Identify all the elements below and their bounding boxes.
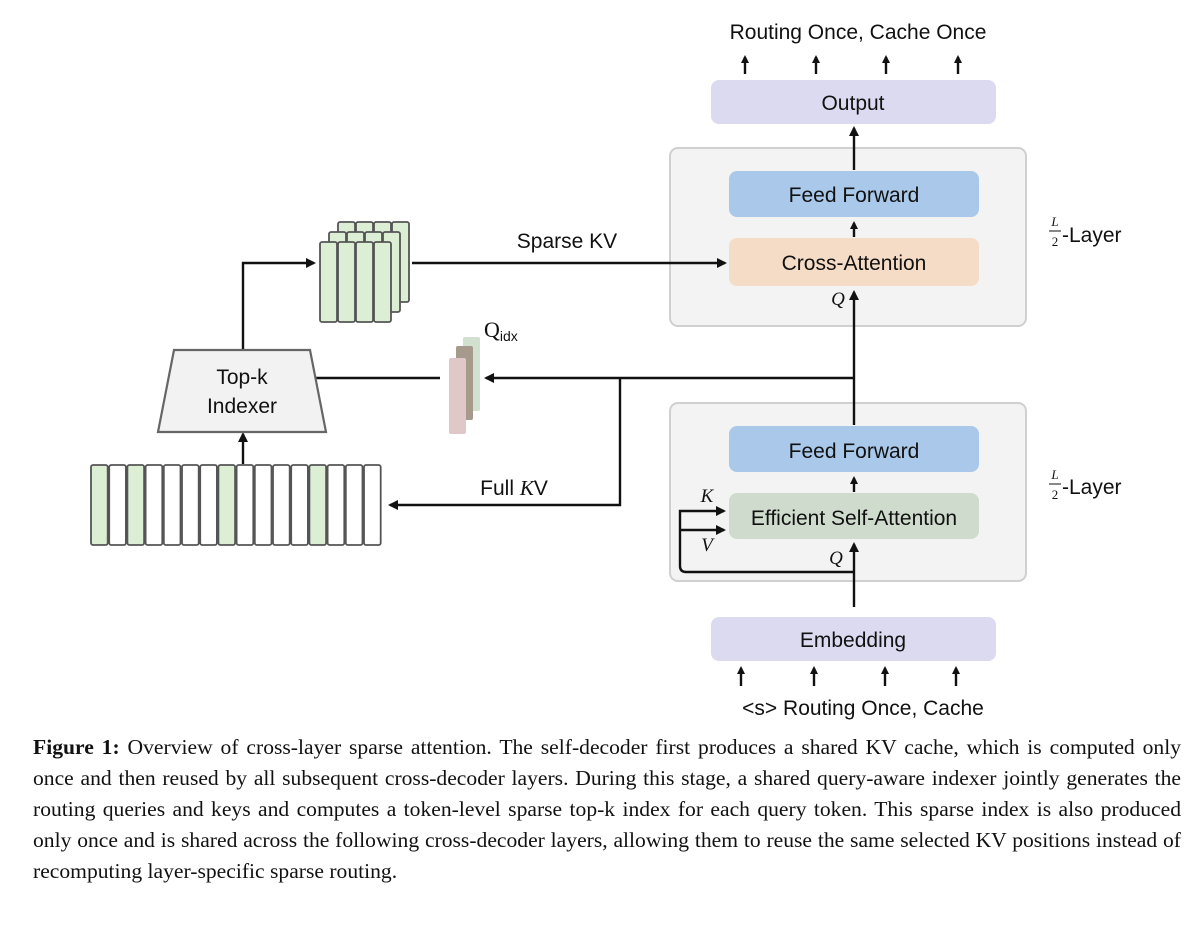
qidx-label-main: Q bbox=[484, 317, 500, 342]
output-label: Output bbox=[821, 92, 884, 115]
self-q-label: Q bbox=[829, 548, 843, 569]
full-kv-cell bbox=[108, 464, 127, 546]
efficient-self-attention-label: Efficient Self-Attention bbox=[751, 507, 957, 530]
indexer-line1: Top-k bbox=[216, 366, 268, 389]
self-layer-frac-num: L bbox=[1050, 467, 1058, 482]
self-layer-suffix: -Layer bbox=[1062, 476, 1122, 499]
sparse-kv-label: Sparse KV bbox=[517, 230, 617, 253]
cross-attention-box bbox=[729, 238, 979, 286]
full-kv-cell bbox=[344, 464, 364, 546]
sparse-kv-cell bbox=[373, 241, 392, 323]
figure-caption: Figure 1: Overview of cross-layer sparse… bbox=[33, 732, 1181, 887]
cross-layer-suffix: -Layer bbox=[1062, 224, 1122, 247]
architecture-diagram: Routing Once, Cache Once Output Feed For… bbox=[90, 21, 1122, 720]
full-kv-cell bbox=[144, 464, 164, 546]
qidx-label: Qidx bbox=[484, 317, 518, 344]
embedding-box bbox=[711, 617, 996, 661]
sparse-kv-cache bbox=[319, 221, 410, 323]
qidx-cards bbox=[449, 337, 480, 434]
self-feed-forward-label: Feed Forward bbox=[789, 440, 920, 463]
bottom-tokens-text: <s> Routing Once, Cache bbox=[742, 697, 984, 720]
full-kv-label: Full KV bbox=[480, 476, 548, 500]
full-kv-label-v: V bbox=[534, 477, 548, 500]
full-kv-cell bbox=[235, 464, 255, 546]
full-kv-cell bbox=[162, 464, 182, 546]
full-kv-label-k: K bbox=[519, 476, 535, 500]
efficient-self-attention-box bbox=[729, 493, 979, 539]
self-v-label: V bbox=[701, 535, 715, 556]
embedding-label: Embedding bbox=[800, 629, 906, 652]
full-kv-cell bbox=[326, 464, 346, 546]
full-kv-cell bbox=[126, 464, 146, 546]
cross-layer-frac-num: L bbox=[1050, 214, 1058, 229]
caption-text: Overview of cross-layer sparse attention… bbox=[33, 735, 1182, 883]
to-full-kv-arrow bbox=[388, 378, 622, 510]
full-kv-cell bbox=[308, 464, 327, 546]
full-kv-cell bbox=[253, 464, 273, 546]
full-kv-cache bbox=[90, 464, 382, 546]
full-kv-cell bbox=[217, 464, 236, 546]
full-kv-cell bbox=[181, 464, 200, 546]
self-layer-frac-den: 2 bbox=[1052, 487, 1059, 502]
self-layer-count-label: L 2 -Layer bbox=[1049, 467, 1122, 502]
k-loop-arrow bbox=[678, 506, 854, 574]
cross-layer-count-label: L 2 -Layer bbox=[1049, 214, 1122, 249]
top-k-indexer-shape bbox=[156, 348, 328, 434]
caption-label: Figure 1: bbox=[33, 735, 120, 759]
self-k-label: K bbox=[700, 486, 715, 507]
output-box bbox=[711, 80, 996, 124]
full-kv-label-prefix: Full bbox=[480, 477, 520, 500]
sparse-kv-cell bbox=[337, 241, 356, 323]
cross-layer-frac-den: 2 bbox=[1052, 234, 1059, 249]
full-kv-cell bbox=[199, 464, 218, 546]
full-kv-cell bbox=[363, 464, 382, 546]
indexer-line2: Indexer bbox=[207, 395, 277, 418]
qidx-label-sub: idx bbox=[500, 328, 518, 344]
top-tokens-text: Routing Once, Cache Once bbox=[730, 21, 987, 44]
full-kv-cell bbox=[90, 464, 109, 546]
indexer-to-sparse-kv-arrow bbox=[241, 258, 316, 350]
top-token-arrows bbox=[741, 55, 962, 74]
cross-attention-label: Cross-Attention bbox=[782, 252, 927, 275]
self-feed-forward-box bbox=[729, 426, 979, 472]
cross-feed-forward-box bbox=[729, 171, 979, 217]
main-flow-arrows bbox=[238, 126, 859, 607]
qidx-card-front bbox=[449, 358, 466, 434]
cross-feed-forward-label: Feed Forward bbox=[789, 184, 920, 207]
sparse-kv-cell bbox=[319, 241, 338, 323]
bottom-token-arrows bbox=[737, 666, 960, 686]
full-kv-cell bbox=[290, 464, 309, 546]
cross-q-label: Q bbox=[831, 289, 845, 310]
full-kv-cell bbox=[272, 464, 291, 546]
sparse-kv-cell bbox=[355, 241, 374, 323]
